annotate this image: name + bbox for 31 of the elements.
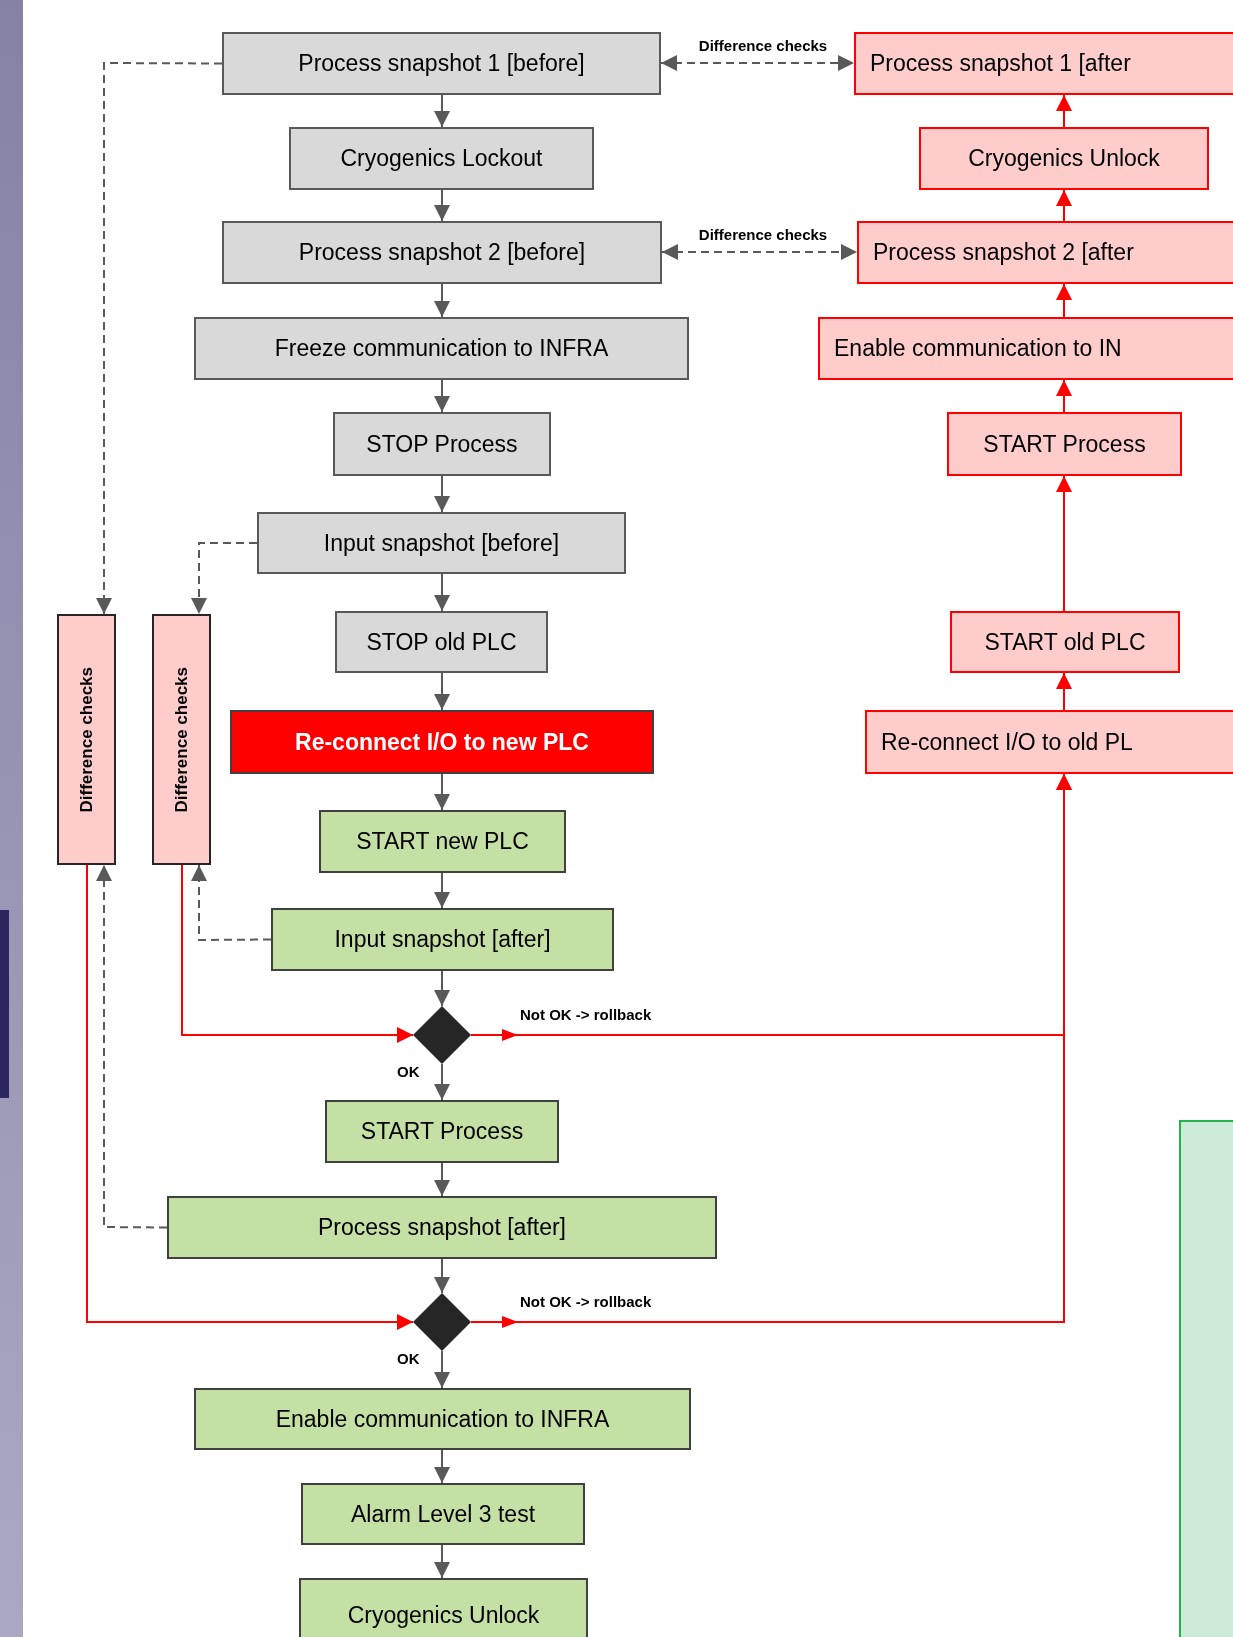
process-box: Process snapshot 2 [before] <box>222 221 662 284</box>
process-box: START Process <box>947 412 1182 476</box>
process-box: Re-connect I/O to old PL <box>865 710 1233 774</box>
process-box: Process snapshot 1 [before] <box>222 32 661 95</box>
process-box: Re-connect I/O to new PLC <box>230 710 654 774</box>
process-box: START new PLC <box>319 810 566 873</box>
edge-label: Not OK -> rollback <box>520 1005 652 1025</box>
process-box: Cryogenics Unlock <box>919 127 1209 190</box>
edge-label: OK <box>397 1349 420 1369</box>
process-box: Freeze communication to INFRA <box>194 317 689 380</box>
decision-diamond <box>413 1006 471 1064</box>
check-box: Difference checks <box>152 614 211 865</box>
process-box: STOP old PLC <box>335 611 548 673</box>
process-box: START old PLC <box>950 611 1180 673</box>
process-box: Process snapshot 2 [after <box>857 221 1233 284</box>
process-box: Input snapshot [before] <box>257 512 626 574</box>
process-box: Cryogenics Lockout <box>289 127 594 190</box>
process-box: Process snapshot [after] <box>167 1196 717 1259</box>
process-box: Input snapshot [after] <box>271 908 614 971</box>
decision-diamond <box>413 1293 471 1351</box>
process-box: Enable communication to IN <box>818 317 1233 380</box>
process-box: Alarm Level 3 test <box>301 1483 585 1545</box>
process-box: Cryogenics Unlock <box>299 1578 588 1637</box>
edge-label: OK <box>397 1062 420 1082</box>
check-box: Difference checks <box>57 614 116 865</box>
edge-label: Not OK -> rollback <box>520 1292 652 1312</box>
process-box: STOP Process <box>333 412 551 476</box>
process-box: START Process <box>325 1100 559 1163</box>
process-box: Enable communication to INFRA <box>194 1388 691 1450</box>
note-panel <box>1179 1120 1233 1637</box>
process-box: Process snapshot 1 [after <box>854 32 1233 95</box>
